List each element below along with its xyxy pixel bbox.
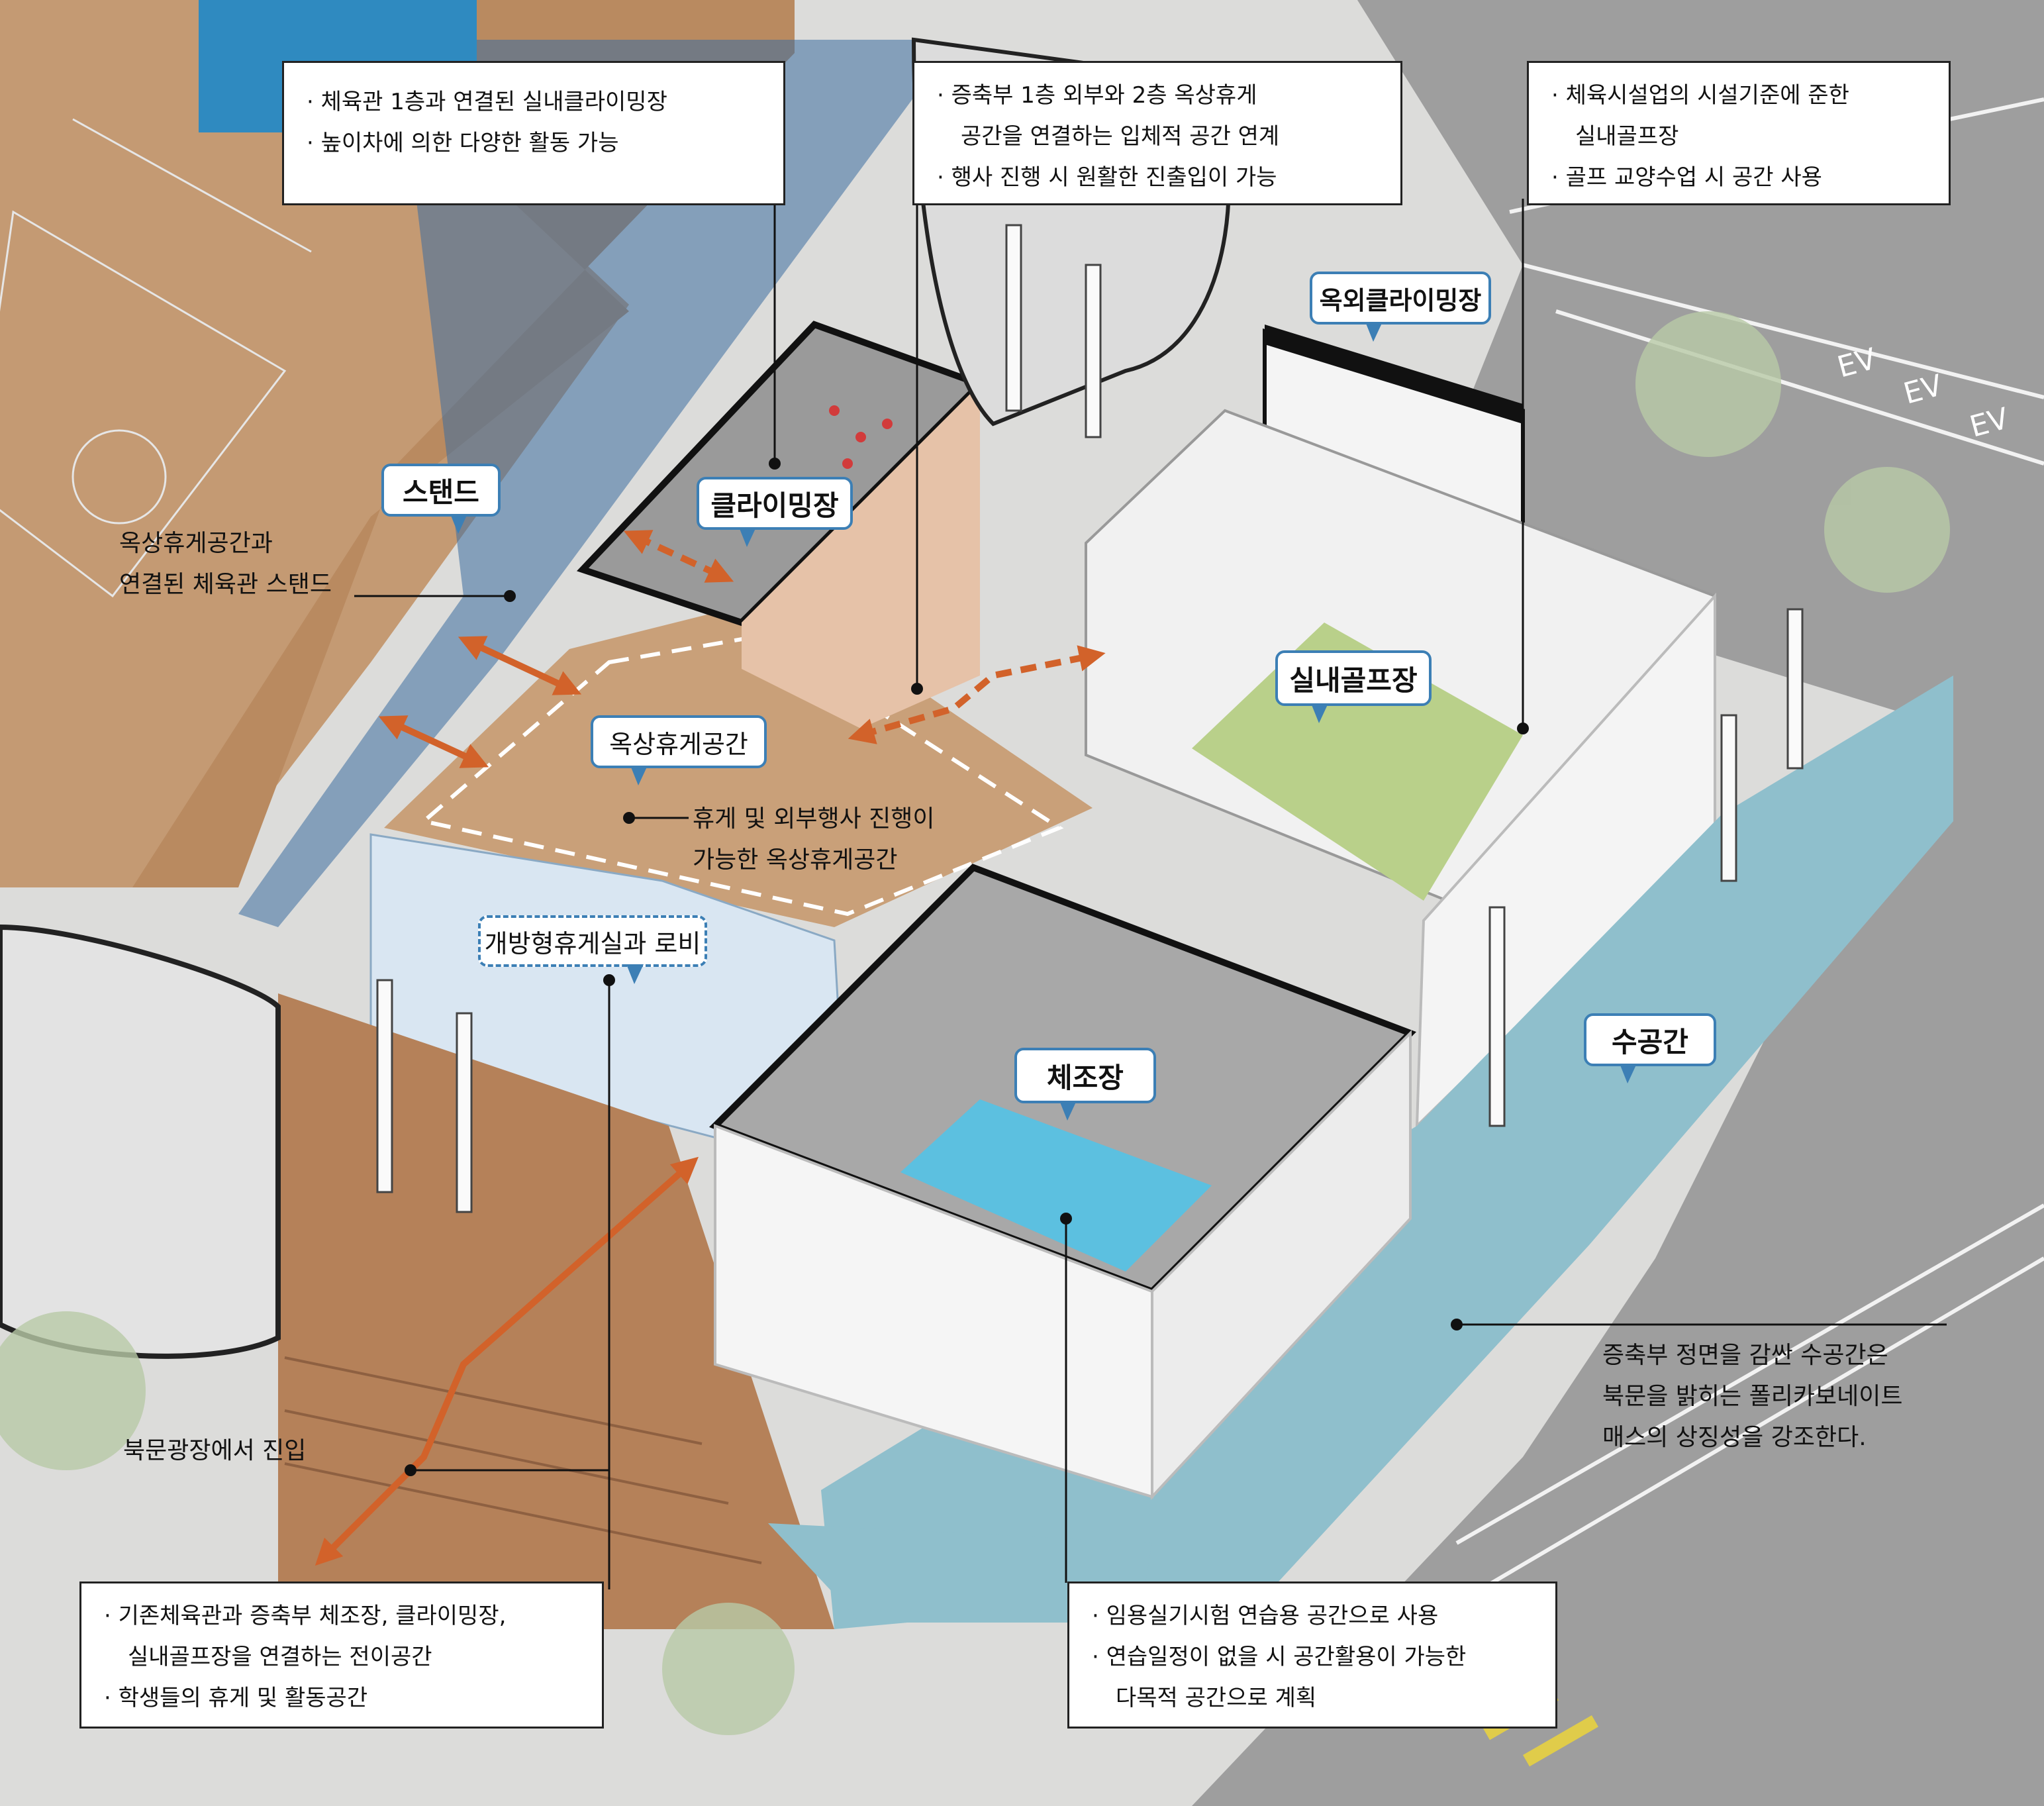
- bubble-label: 실내골프장: [1289, 664, 1418, 697]
- label-line: 가능한 옥상휴게공간: [693, 846, 898, 874]
- label-water-description: 증축부 정면을 감싼 수공간은 북문을 밝히는 폴리카보네이트 매스의 상징성을…: [1602, 1335, 1902, 1458]
- rooftop-dashed-area: [419, 633, 1064, 917]
- bubble-indoor-golf: 실내골프장: [1275, 650, 1432, 723]
- leader-dots: [405, 458, 1529, 1476]
- bubble-tail: [450, 514, 467, 534]
- note-line: 공간을 연결하는 입체적 공간 연계: [961, 123, 1280, 150]
- bubble-rooftop-lounge: 옥상휴게공간: [591, 715, 767, 785]
- note-line: 실내골프장을 연결하는 전이공간: [128, 1644, 432, 1670]
- outdoor-climbing-top: [1265, 325, 1523, 424]
- note-line: · 높이차에 의한 다양한 활동 가능: [307, 130, 619, 156]
- bubble-label: 수공간: [1612, 1025, 1688, 1058]
- bubble-label: 옥상휴게공간: [609, 729, 748, 759]
- note-extension-link: · 증축부 1층 외부와 2층 옥상휴게 공간을 연결하는 입체적 공간 연계 …: [912, 61, 1402, 205]
- bubble-tail: [1620, 1064, 1637, 1083]
- bubble-climbing: 클라이밍장: [697, 477, 853, 547]
- note-line: · 증축부 1층 외부와 2층 옥상휴게: [937, 82, 1257, 109]
- note-line: · 체육관 1층과 연결된 실내클라이밍장: [307, 89, 667, 115]
- climbing-hall-wall: [742, 384, 980, 728]
- gym-hall-floor: [900, 1099, 1212, 1272]
- bubble-tail: [1311, 703, 1328, 723]
- bubble-outdoor-climbing: 옥외클라이밍장: [1310, 272, 1491, 342]
- label-line: 북문광장에서 진입: [123, 1437, 307, 1464]
- note-line: · 행사 진행 시 원활한 진출입이 가능: [937, 164, 1277, 191]
- bubble-tail: [1365, 322, 1383, 342]
- gym-hall-side-wall: [1151, 1030, 1412, 1501]
- bubble-water-space: 수공간: [1584, 1013, 1716, 1083]
- note-line: · 체육시설업의 시설기준에 준한: [1551, 82, 1849, 109]
- bubble-tail: [626, 964, 644, 984]
- label-stand-description: 옥상휴게공간과 연결된 체육관 스탠드: [119, 523, 332, 605]
- note-line: · 학생들의 휴게 및 활동공간: [104, 1685, 368, 1711]
- label-line: 북문을 밝히는 폴리카보네이트: [1602, 1383, 1903, 1410]
- note-line: 다목적 공간으로 계획: [1116, 1685, 1317, 1711]
- label-line: 휴게 및 외부행사 진행이: [693, 805, 935, 832]
- note-line: · 골프 교양수업 시 공간 사용: [1551, 164, 1822, 191]
- bubble-label: 클라이밍장: [710, 489, 839, 522]
- leader-lines: [354, 185, 1947, 1589]
- court-lines: [0, 118, 312, 598]
- bubble-label: 체조장: [1047, 1061, 1124, 1094]
- water-feature-left: [768, 1523, 1152, 1623]
- label-rooftop-description: 휴게 및 외부행사 진행이 가능한 옥상휴게공간: [693, 799, 935, 881]
- label-entry: 북문광장에서 진입: [123, 1430, 306, 1472]
- bubble-stand: 스탠드: [381, 464, 501, 534]
- bubble-label: 스탠드: [403, 476, 479, 509]
- cylinder-mass: [0, 924, 281, 1359]
- note-transition-space: · 기존체육관과 증축부 체조장, 클라이밍장, 실내골프장을 연결하는 전이공…: [79, 1581, 604, 1729]
- asphalt-road: [1192, 0, 2044, 1806]
- note-line: · 연습일정이 없을 시 공간활용이 가능한: [1092, 1644, 1467, 1670]
- bubble-tail: [1059, 1101, 1077, 1121]
- note-gym-practice: · 임용실기시험 연습용 공간으로 사용 · 연습일정이 없을 시 공간활용이 …: [1067, 1581, 1557, 1729]
- label-line: 연결된 체육관 스탠드: [119, 571, 332, 598]
- pillars: [376, 224, 1804, 1213]
- note-line: 실내골프장: [1575, 123, 1679, 150]
- orange-arrows: [315, 530, 1106, 1566]
- note-indoor-climbing: · 체육관 1층과 연결된 실내클라이밍장 · 높이차에 의한 다양한 활동 가…: [282, 61, 785, 205]
- trees: [0, 311, 1950, 1735]
- climbing-holds: [829, 405, 893, 469]
- bubble-label: 개방형휴게실과 로비: [484, 928, 701, 958]
- note-line: · 기존체육관과 증축부 체조장, 클라이밍장,: [104, 1603, 507, 1629]
- note-line: · 임용실기시험 연습용 공간으로 사용: [1092, 1603, 1439, 1629]
- curtain-wall-left: [238, 40, 927, 927]
- note-golf-standard: · 체육시설업의 시설기준에 준한 실내골프장 · 골프 교양수업 시 공간 사…: [1527, 61, 1951, 205]
- bubble-tail: [739, 527, 756, 547]
- label-line: 증축부 정면을 감싼 수공간은: [1602, 1342, 1888, 1369]
- label-line: 옥상휴게공간과: [119, 530, 273, 557]
- golf-turf: [1192, 623, 1523, 901]
- bubble-tail: [630, 766, 648, 785]
- label-line: 매스의 상징성을 강조한다.: [1602, 1424, 1867, 1451]
- bubble-label: 옥외클라이밍장: [1319, 285, 1482, 315]
- bubble-gymnastics: 체조장: [1014, 1048, 1156, 1121]
- bubble-open-lounge: 개방형휴게실과 로비: [478, 915, 707, 984]
